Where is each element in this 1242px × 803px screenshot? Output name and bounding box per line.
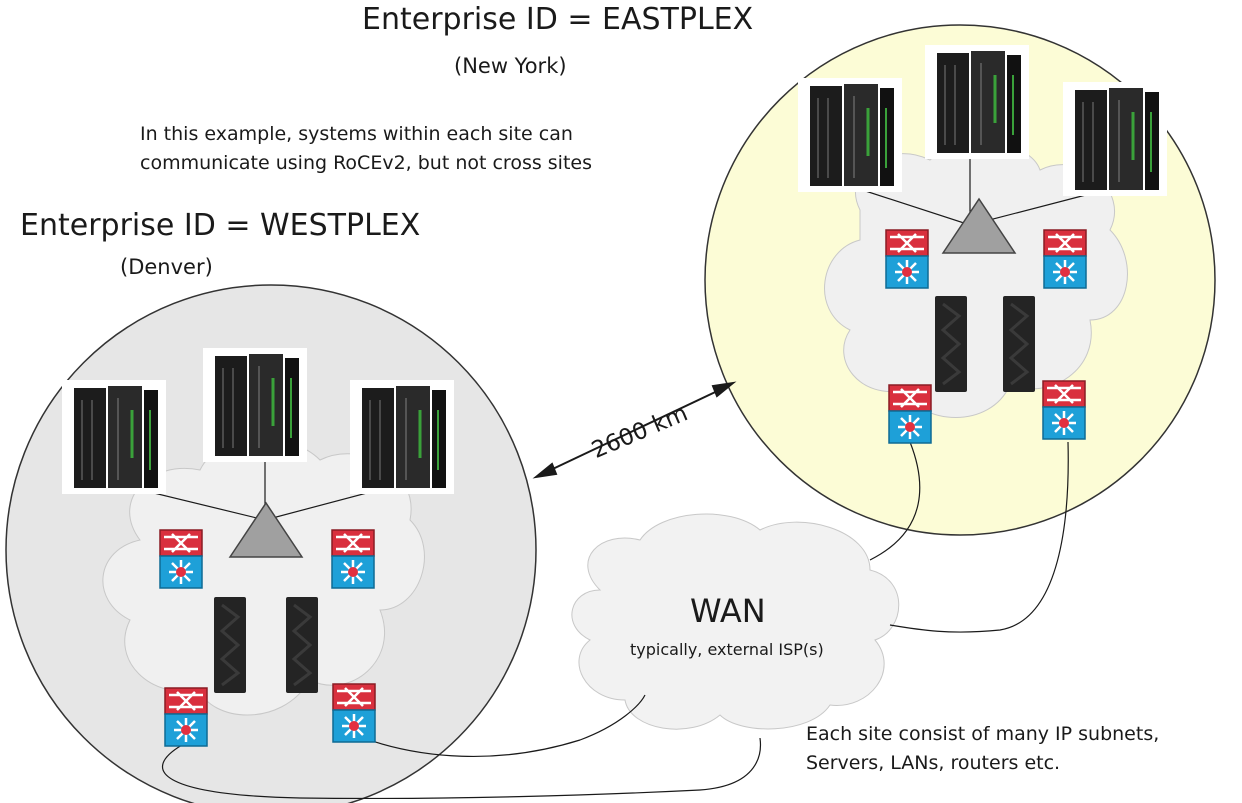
west-switch-1 [158,528,204,590]
roce-note-line-2: communicate using RoCEv2, but not cross … [140,152,593,174]
west-switch-4 [331,682,377,744]
west-mainframe-2 [201,346,309,464]
subnets-note-line-2: Servers, LANs, routers etc. [806,752,1061,774]
west-site-location: (Denver) [120,255,213,279]
wan-cloud [571,513,900,730]
east-site-title: Enterprise ID = EASTPLEX [362,2,754,37]
east-mainframe-1 [796,76,904,194]
east-switch-3 [887,383,933,445]
east-server-2 [1001,294,1037,394]
west-mainframe-1 [60,378,168,496]
west-server-2 [284,595,320,695]
wan-subtitle: typically, external ISP(s) [630,640,824,659]
west-hub-triangle [228,501,304,558]
west-site-title: Enterprise ID = WESTPLEX [20,208,421,243]
east-switch-1 [884,228,930,290]
east-site-location: (New York) [454,54,567,78]
east-mainframe-3 [1061,80,1169,198]
distance-arrow [532,381,737,479]
roce-note-line-1: In this example, systems within each sit… [140,123,573,145]
subnets-note: Each site consist of many IP subnets, Se… [806,720,1159,778]
wan-title: WAN [690,592,766,630]
west-mainframe-3 [348,378,456,496]
subnets-note-line-1: Each site consist of many IP subnets, [806,723,1160,745]
east-switch-4 [1041,379,1087,441]
west-switch-2 [330,528,376,590]
west-server-1 [212,595,248,695]
west-switch-3 [163,686,209,748]
east-switch-2 [1042,228,1088,290]
roce-note: In this example, systems within each sit… [140,120,592,178]
east-mainframe-2 [923,43,1031,161]
east-server-1 [933,294,969,394]
east-hub-triangle [941,197,1017,254]
